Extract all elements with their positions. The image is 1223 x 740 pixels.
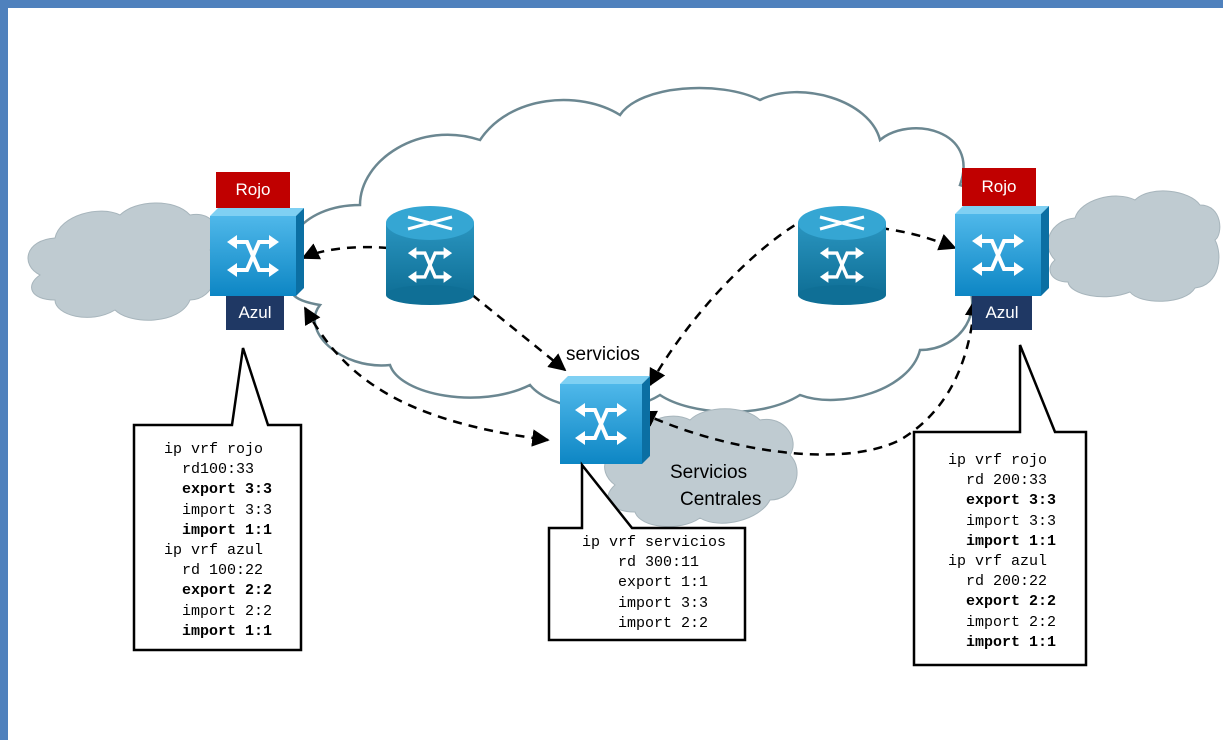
config-line: export 2:2 bbox=[164, 582, 273, 600]
config-line: import 3:3 bbox=[948, 512, 1057, 530]
right-pe-config: ip vrf rojo rd 200:33 export 3:3 import … bbox=[948, 451, 1056, 653]
config-line: import 3:3 bbox=[164, 501, 273, 519]
config-line: ip vrf azul bbox=[164, 542, 264, 560]
left-cloud-icon bbox=[27, 202, 218, 321]
right-vrf-azul-tag: Azul bbox=[972, 296, 1032, 330]
config-line: ip vrf rojo bbox=[948, 452, 1048, 469]
vrf-connections bbox=[301, 223, 983, 456]
frame-top-border bbox=[0, 0, 1223, 8]
config-line: import 1:1 bbox=[164, 521, 273, 539]
left-pe-to-services-link bbox=[303, 306, 550, 447]
left-pe-config: ip vrf rojo rd100:33 export 3:3 import 3… bbox=[164, 440, 272, 642]
right-pe-switch-icon bbox=[955, 206, 1049, 296]
central-services-label-line2: Centrales bbox=[680, 489, 762, 510]
config-line: export 3:3 bbox=[948, 492, 1057, 510]
services-config: ip vrf servicios rd 300:11 export 1:1 im… bbox=[582, 533, 726, 634]
services-to-right-pe-link bbox=[638, 298, 983, 456]
config-line: import 1:1 bbox=[164, 622, 273, 640]
right-router-to-right-pe-link bbox=[879, 226, 957, 251]
services-switch-icon bbox=[560, 376, 650, 464]
config-line: ip vrf servicios bbox=[582, 534, 727, 551]
config-line: import 2:2 bbox=[948, 613, 1057, 631]
config-line: rd 300:11 bbox=[582, 554, 700, 572]
center-config-callout bbox=[547, 461, 747, 642]
config-line: rd 200:22 bbox=[948, 573, 1048, 591]
left-vrf-azul-tag: Azul bbox=[226, 296, 284, 330]
config-line: import 3:3 bbox=[582, 594, 709, 612]
config-line: import 1:1 bbox=[948, 633, 1057, 651]
right-vrf-rojo-tag: Rojo bbox=[962, 168, 1036, 206]
right-config-callout bbox=[912, 344, 1088, 667]
config-line: rd 200:33 bbox=[948, 472, 1048, 490]
config-line: export 3:3 bbox=[164, 481, 273, 499]
config-line: export 1:1 bbox=[582, 574, 709, 592]
config-line: rd100:33 bbox=[164, 461, 255, 479]
left-config-callout bbox=[132, 347, 303, 652]
left-pe-switch-icon bbox=[210, 208, 304, 296]
config-line: import 1:1 bbox=[948, 532, 1057, 550]
config-line: import 2:2 bbox=[582, 614, 709, 632]
services-label: servicios bbox=[566, 344, 640, 365]
config-line: import 2:2 bbox=[164, 602, 273, 620]
central-services-label-line1: Servicios bbox=[670, 462, 748, 483]
config-line: export 2:2 bbox=[948, 593, 1057, 611]
config-line: rd 100:22 bbox=[164, 562, 264, 580]
left-vrf-rojo-tag: Rojo bbox=[216, 172, 290, 208]
config-line: ip vrf azul bbox=[948, 553, 1048, 571]
right-core-router-icon bbox=[798, 206, 886, 305]
config-line: ip vrf rojo bbox=[164, 441, 264, 458]
left-core-router-icon bbox=[386, 206, 474, 305]
left-pe-to-core-router-link bbox=[301, 243, 389, 260]
right-cloud-icon bbox=[1047, 190, 1221, 302]
